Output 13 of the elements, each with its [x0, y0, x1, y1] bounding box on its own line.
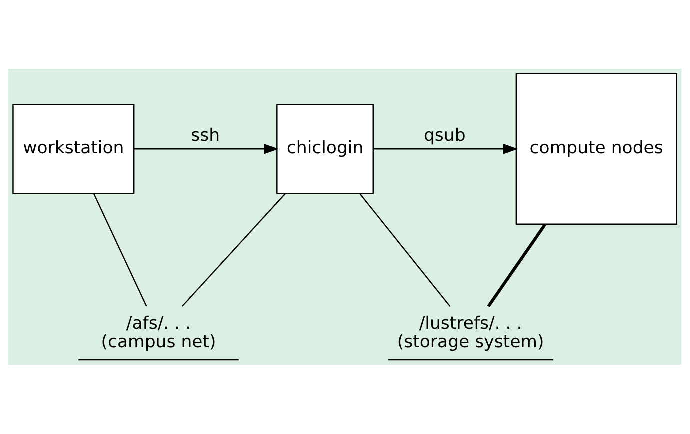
edge-label: qsub [424, 126, 466, 146]
node-box: workstation [12, 104, 135, 194]
connector [182, 194, 286, 307]
connector [94, 194, 148, 307]
arrow [134, 144, 279, 154]
connector [360, 194, 451, 307]
connector [487, 224, 546, 308]
node-text: /lustrefs/. . . (storage system) [397, 314, 544, 352]
node-text: /afs/. . . (campus net) [101, 314, 216, 352]
arrow [373, 144, 518, 154]
node-box: chiclogin [276, 104, 374, 194]
node-box: compute nodes [516, 73, 678, 226]
edge-label: ssh [191, 126, 220, 146]
